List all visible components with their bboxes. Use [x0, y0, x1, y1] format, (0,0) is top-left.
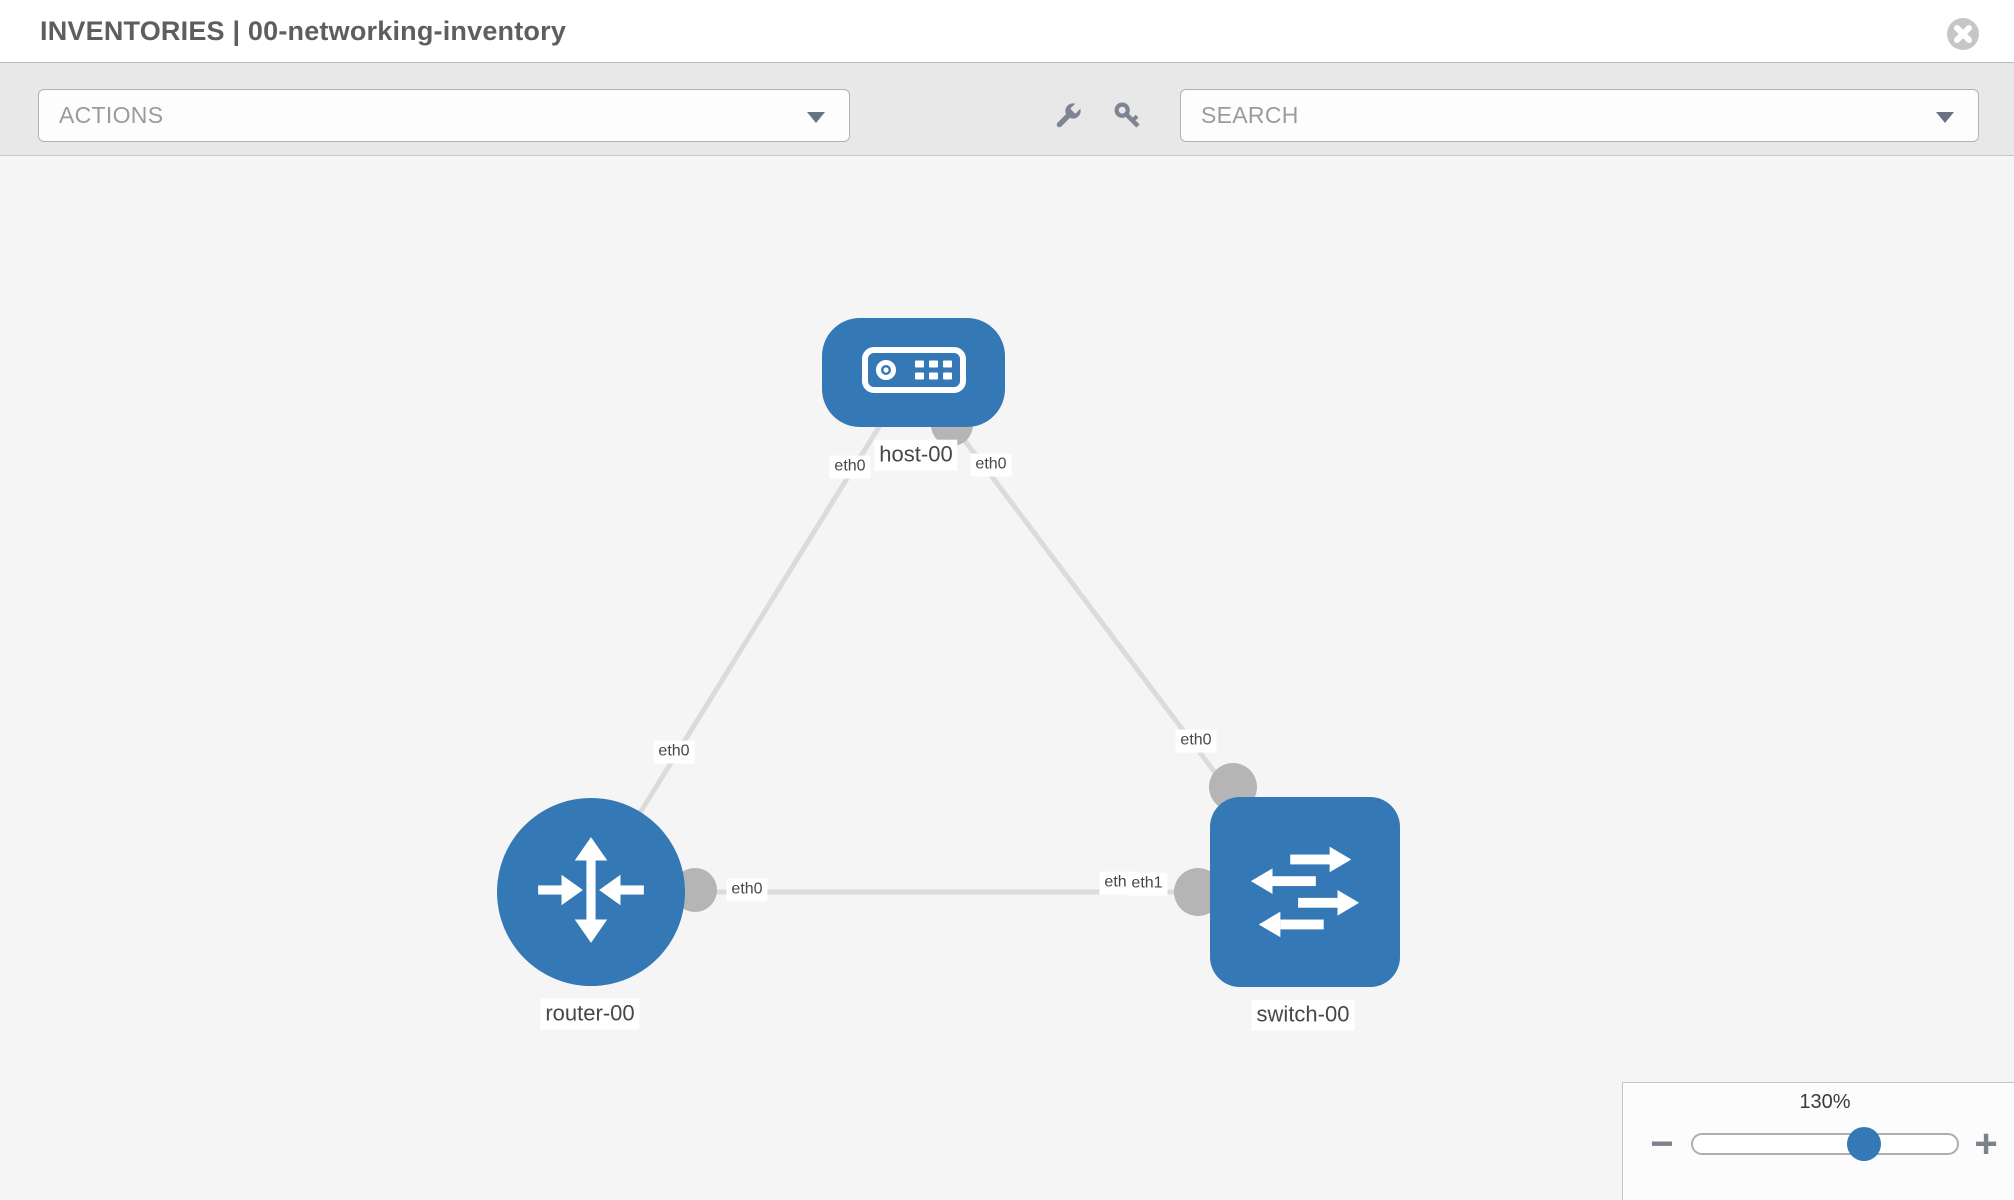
zoom-slider-thumb[interactable]: [1847, 1127, 1881, 1161]
header-bar: INVENTORIES | 00-networking-inventory: [0, 0, 2014, 62]
close-icon: [1946, 18, 1980, 54]
topology-canvas[interactable]: host-00 router-00 switch-00 eth0 eth0 et…: [0, 156, 2014, 1200]
iface-label-switch-to-host: eth0: [1175, 729, 1217, 753]
search-dropdown-label: SEARCH: [1201, 102, 1299, 128]
iface-label-router-to-host: eth0: [653, 740, 695, 764]
wrench-icon: [1051, 100, 1085, 136]
key-icon: [1111, 102, 1145, 136]
actions-dropdown-label: ACTIONS: [59, 102, 164, 128]
switch-icon: [1241, 826, 1369, 959]
links-layer: [588, 370, 1307, 895]
zoom-in-button[interactable]: +: [1963, 1121, 2009, 1167]
node-label-host: host-00: [874, 439, 958, 471]
iface-label-host-to-switch: eth0: [970, 453, 1012, 477]
iface-label-router-to-switch: eth0: [726, 878, 768, 902]
toolbar: ACTIONS: [0, 62, 2014, 156]
node-label-switch: switch-00: [1251, 999, 1355, 1031]
credentials-button[interactable]: [1111, 99, 1145, 133]
actions-dropdown[interactable]: ACTIONS: [38, 89, 850, 142]
chevron-down-icon: [1936, 111, 1954, 123]
iface-label-host-to-router: eth0: [829, 455, 871, 479]
close-button[interactable]: [1946, 17, 1980, 51]
node-router-00[interactable]: [497, 798, 685, 986]
search-dropdown[interactable]: SEARCH: [1180, 89, 1979, 142]
chevron-down-icon: [807, 111, 825, 123]
zoom-control-panel: 130% − +: [1622, 1082, 2014, 1200]
router-icon: [530, 829, 652, 956]
node-switch-00[interactable]: [1210, 797, 1400, 987]
iface-label-switch-to-router: eth1: [1126, 872, 1168, 896]
server-icon: [861, 347, 966, 398]
page-title: INVENTORIES | 00-networking-inventory: [40, 16, 567, 46]
zoom-level-value: 130%: [1799, 1091, 1851, 1113]
zoom-out-button[interactable]: −: [1639, 1121, 1685, 1167]
zoom-slider-track[interactable]: [1691, 1133, 1959, 1155]
node-label-router: router-00: [540, 998, 640, 1030]
node-host-00[interactable]: [822, 318, 1005, 427]
configure-button[interactable]: [1051, 99, 1085, 133]
